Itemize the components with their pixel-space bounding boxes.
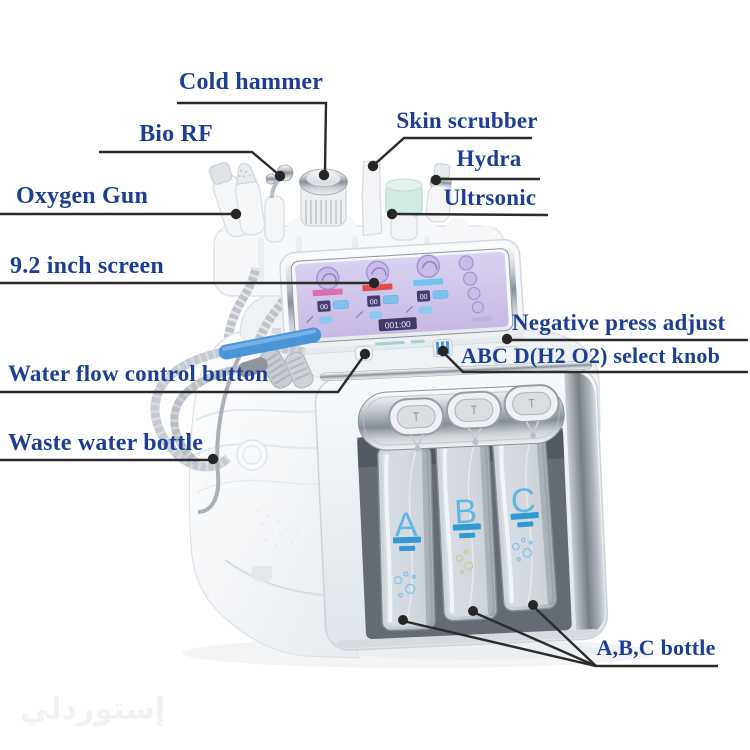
screen-timer: 001:00 xyxy=(384,319,411,331)
leader-water-flow xyxy=(0,356,364,394)
leader-abc-bottle-2 xyxy=(472,610,597,668)
negative-press-knob xyxy=(492,345,521,366)
label-screen: 9.2 inch screen xyxy=(10,253,164,279)
leader-dots xyxy=(207,160,538,625)
bottle-cap-c[interactable] xyxy=(503,384,560,423)
leader-abc-select xyxy=(444,353,748,374)
leader-abc-bottle-3 xyxy=(532,605,597,667)
label-hydra: Hydra xyxy=(456,146,522,171)
watermark: إستوردلي xyxy=(20,692,166,727)
leader-skin-scrubber xyxy=(374,136,532,165)
bottle-c: C xyxy=(491,420,558,612)
ultrasonic-handpiece xyxy=(385,178,423,241)
leader-bio-rf xyxy=(99,150,279,175)
label-abc-select-knob: ABC D(H2 O2) select knob xyxy=(461,343,721,368)
label-cold-hammer: Cold hammer xyxy=(178,69,324,95)
bio-rf-handpiece xyxy=(264,164,294,243)
leader-ultrsonic xyxy=(393,212,549,217)
cold-hammer-handpiece xyxy=(299,168,348,227)
svg-text:00: 00 xyxy=(420,294,428,301)
bottle-letter: A xyxy=(394,506,418,545)
bottle-b: B xyxy=(435,427,498,622)
leader-lines xyxy=(0,101,748,668)
knob-plate xyxy=(357,384,565,452)
screen-ui: 00 00 00 001:00 xyxy=(306,254,492,332)
touch-screen[interactable] xyxy=(295,251,509,340)
label-oxygen-gun: Oxygen Gun xyxy=(15,183,149,209)
screen-assembly: 00 00 00 001:00 xyxy=(279,238,525,362)
handle-blue-strip[interactable] xyxy=(217,326,322,361)
label-ultrsonic: Ultrsonic xyxy=(443,185,537,210)
svg-text:00: 00 xyxy=(320,304,328,311)
bottle-cap-a[interactable] xyxy=(388,397,445,437)
label-skin-scrubber: Skin scrubber xyxy=(396,108,538,133)
label-abc-bottle: A,B,C bottle xyxy=(596,635,716,660)
leader-cold-hammer xyxy=(177,101,328,172)
cable-connector xyxy=(238,357,268,378)
ce-mark xyxy=(272,328,281,334)
label-waste-water: Waste water bottle xyxy=(8,430,204,456)
hose-connector xyxy=(284,351,314,389)
bottle-a: A xyxy=(377,433,436,632)
bottle-cap-b[interactable] xyxy=(445,390,502,430)
svg-text:00: 00 xyxy=(370,299,378,306)
label-bio-rf: Bio RF xyxy=(139,121,213,147)
derma-tip-handpiece xyxy=(234,162,266,236)
label-negative-press: Negative press adjust xyxy=(512,310,726,335)
label-water-flow: Water flow control button xyxy=(8,361,269,386)
